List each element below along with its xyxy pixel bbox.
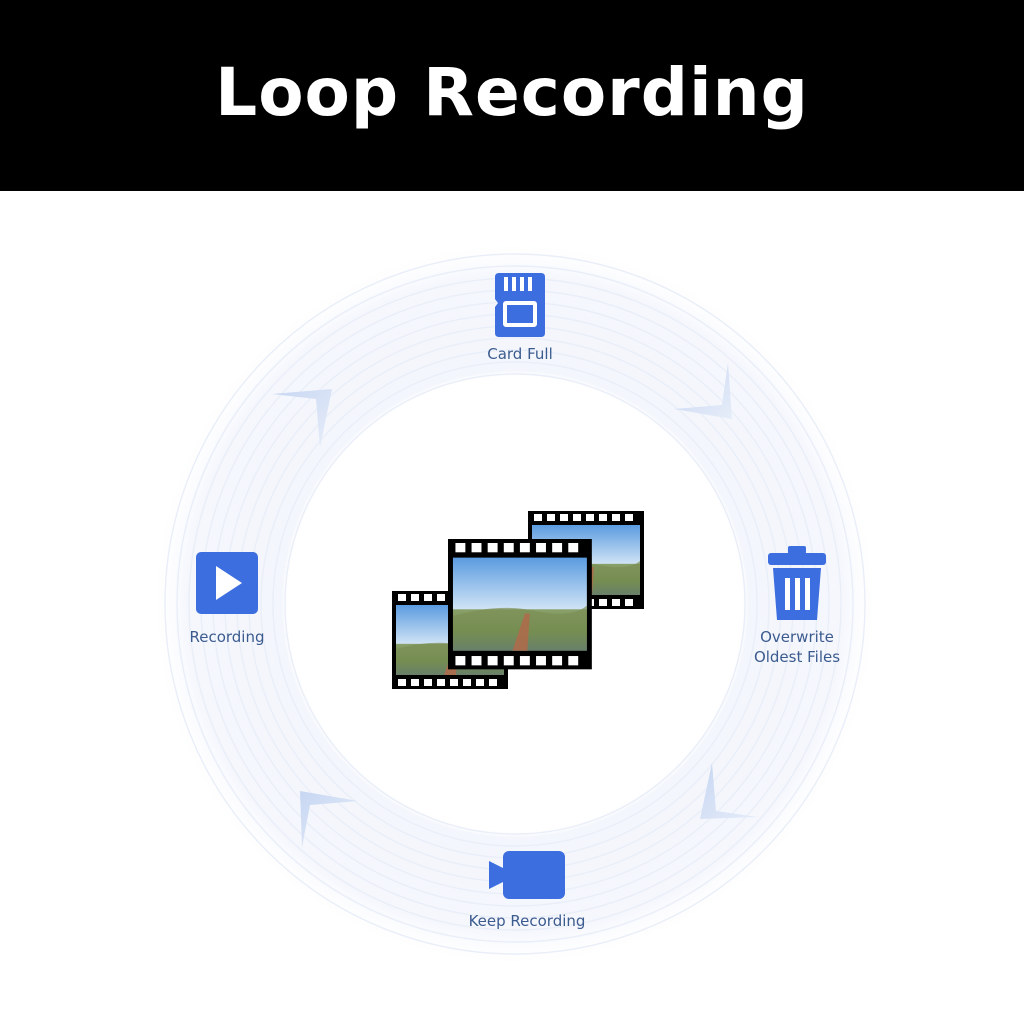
trash-icon [768, 546, 826, 620]
arrow-bottom-right-icon [700, 763, 758, 819]
loop-cycle-diagram: Card Full Overwrite Oldest Files Keep Re… [0, 191, 1024, 1024]
step-label-overwrite: Overwrite Oldest Files [737, 627, 857, 667]
step-label-overwrite-line1: Overwrite [760, 628, 834, 646]
step-label-keep-recording: Keep Recording [468, 912, 586, 930]
video-camera-icon [489, 851, 565, 899]
step-label-card-full: Card Full [487, 345, 553, 363]
sd-card-icon [495, 273, 545, 337]
film-strips-icon [392, 511, 644, 689]
arrow-top-left-icon [272, 389, 332, 447]
play-icon [196, 552, 258, 614]
title-banner: Loop Recording [0, 0, 1024, 191]
page-title: Loop Recording [215, 54, 809, 131]
film-frame-front [448, 539, 592, 670]
step-label-overwrite-line2: Oldest Files [753, 648, 841, 666]
arrow-bottom-left-icon [300, 791, 358, 847]
step-label-recording: Recording [189, 628, 265, 646]
arrow-top-right-icon [674, 363, 732, 419]
